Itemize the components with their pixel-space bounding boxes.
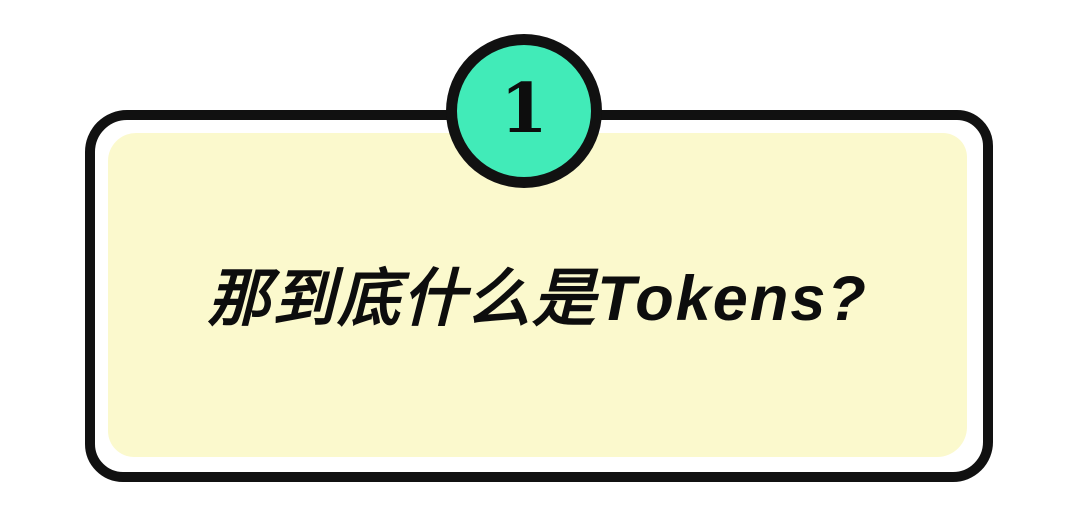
section-number: 1 (500, 69, 548, 149)
section-title: 那到底什么是Tokens? (207, 263, 868, 334)
section-number-badge: 1 (446, 34, 602, 188)
card-panel: 那到底什么是Tokens? (108, 133, 967, 457)
